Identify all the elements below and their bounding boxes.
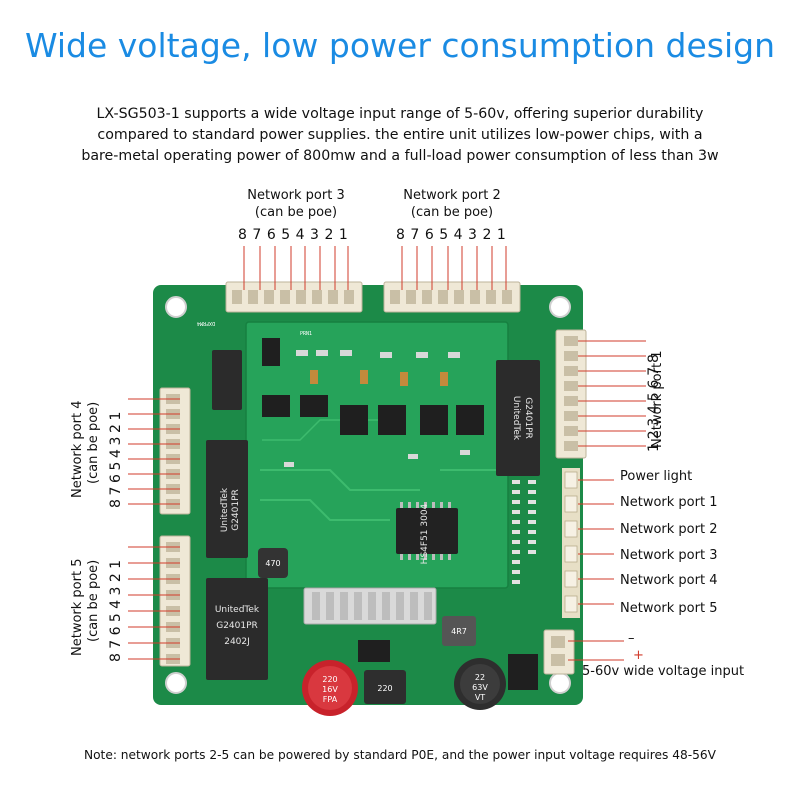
svg-text:PRN1: PRN1 — [300, 331, 312, 337]
svg-text:DXFRM4: DXFRM4 — [197, 320, 215, 326]
port2-pins: 87654321 — [396, 227, 512, 243]
led-port5 — [564, 595, 578, 613]
port2-title: Network port 2 — [403, 188, 501, 203]
chip-label: 2402J — [224, 637, 250, 647]
led-port3 — [564, 545, 578, 563]
chip-label: UnitedTek — [511, 396, 521, 441]
cap-label: 63V — [472, 683, 488, 692]
header-port5 — [159, 535, 191, 667]
led-port2 — [564, 520, 578, 538]
indicator-port2: Network port 2 — [620, 522, 718, 537]
inductor-label: 220 — [377, 684, 392, 693]
port3-pins: 87654321 — [238, 227, 354, 243]
intro-line-1: LX-SG503-1 supports a wide voltage input… — [96, 106, 704, 122]
led-port1 — [564, 495, 578, 513]
header-port1 — [555, 329, 587, 459]
inductor-label: 4R7 — [451, 627, 467, 636]
led-power — [564, 471, 578, 489]
chip-label: G2401PR — [216, 621, 258, 631]
chip-label: UnitedTek — [220, 487, 230, 532]
mount-hole — [165, 296, 187, 318]
chip-label: G2401PR — [231, 489, 241, 531]
power-plus: + — [633, 648, 644, 663]
mount-hole — [165, 672, 187, 694]
port1-title: Network port 1 — [650, 350, 665, 448]
port5-sub: (can be poe) — [86, 559, 101, 642]
heatsink — [303, 587, 437, 625]
intro-line-2: compared to standard power supplies. the… — [97, 127, 703, 143]
mount-hole — [549, 672, 571, 694]
chip-label: G2401PR — [523, 397, 533, 439]
leader-lines — [128, 246, 646, 661]
inductor-label: 470 — [265, 559, 280, 568]
led-port4 — [564, 570, 578, 588]
ic-label: HS4F51 3004 — [420, 503, 430, 564]
capacitor-220: 220 16V FPA — [302, 660, 358, 716]
cap-label: 22 — [475, 673, 485, 682]
port4-pins: 87654321 — [108, 407, 124, 508]
indicator-port3: Network port 3 — [620, 548, 718, 563]
led-strip — [562, 468, 580, 618]
cap-label: 16V — [322, 685, 338, 694]
indicator-port4: Network port 4 — [620, 573, 718, 588]
port4-title: Network port 4 — [70, 400, 85, 498]
inductor-220 — [364, 670, 406, 704]
indicator-port1: Network port 1 — [620, 495, 718, 510]
port4-sub: (can be poe) — [86, 401, 101, 484]
cap-label: VT — [475, 693, 485, 702]
header-port4 — [159, 387, 191, 515]
magnetics-chips: UnitedTek G2401PR UnitedTek G2401PR 2402… — [206, 360, 540, 680]
port5-pins: 87654321 — [108, 555, 124, 662]
inductor-4r7 — [442, 616, 476, 646]
chip-label: UnitedTek — [215, 605, 260, 615]
power-input-label: 5-60v wide voltage input — [582, 664, 745, 679]
headline: Wide voltage, low power consumption desi… — [24, 26, 776, 65]
power-minus: – — [628, 631, 635, 646]
port3-title: Network port 3 — [247, 188, 345, 203]
capacitor-22: 22 63V VT — [454, 658, 506, 710]
mount-hole — [549, 296, 571, 318]
header-port3 — [225, 281, 363, 313]
intro-line-3: bare-metal operating power of 800mw and … — [81, 148, 719, 164]
indicator-power-light: Power light — [620, 469, 693, 484]
inductor-470 — [258, 548, 288, 578]
port3-sub: (can be poe) — [254, 205, 338, 220]
port2-sub: (can be poe) — [410, 205, 494, 220]
footer-note: Note: network ports 2-5 can be powered b… — [83, 748, 717, 762]
cap-label: 220 — [322, 675, 337, 684]
port5-title: Network port 5 — [70, 558, 85, 656]
header-port2 — [383, 281, 521, 313]
cap-label: FPA — [323, 695, 338, 704]
main-ic — [396, 508, 458, 554]
indicator-port5: Network port 5 — [620, 601, 718, 616]
